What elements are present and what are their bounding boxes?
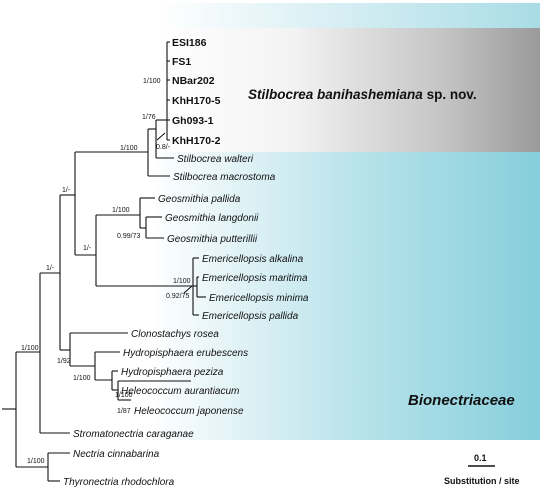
taxon-emericellopsis-minima: Emericellopsis minima (209, 293, 309, 304)
taxon-geosmithia-putterillii: Geosmithia putterillii (167, 234, 258, 245)
support-value: 1/100 (21, 345, 39, 352)
support-value: 1/100 (112, 207, 130, 214)
support-value: 1/100 (143, 78, 161, 85)
family-highlight-box (150, 150, 540, 440)
taxon-thyronectria-rhodochlora: Thyronectria rhodochlora (63, 477, 175, 488)
taxon-khh170-2: KhH170-2 (172, 135, 221, 147)
support-value: 1/100 (173, 278, 191, 285)
new-species-name: Stilbocrea banihashemiana (248, 87, 423, 102)
family-label: Bionectriaceae (408, 392, 515, 409)
support-value: 1/100 (27, 458, 45, 465)
taxon-heleococcum-japonense: Heleococcum japonense (134, 406, 244, 417)
support-value: 1/- (83, 245, 92, 252)
new-species-label: Stilbocrea banihashemiana sp. nov. (248, 87, 477, 102)
taxon-gh093-1: Gh093-1 (172, 115, 214, 127)
taxon-emericellopsis-alkalina: Emericellopsis alkalina (202, 254, 304, 265)
taxon-stromatonectria-caraganae: Stromatonectria caraganae (73, 429, 194, 440)
support-value: 1/- (46, 265, 55, 272)
support-value: 1/100 (73, 375, 91, 382)
new-species-suffix: sp. nov. (423, 87, 477, 102)
support-value: 0.99/73 (117, 233, 140, 240)
taxon-nbar202: NBar202 (172, 75, 215, 87)
support-value: 0.92/75 (166, 293, 189, 300)
taxon-hydropisphaera-peziza: Hydropisphaera peziza (121, 367, 224, 378)
new-species-highlight-box (158, 28, 540, 152)
support-value: 1/100 (115, 392, 133, 399)
taxon-khh170-5: KhH170-5 (172, 95, 221, 107)
support-value: 1/92 (57, 358, 71, 365)
support-value: 1/76 (142, 114, 156, 121)
taxon-heleococcum-aurantiacum: Heleococcum aurantiacum (121, 386, 239, 397)
support-value: 1/100 (120, 145, 138, 152)
taxon-hydropisphaera-erubescens: Hydropisphaera erubescens (123, 348, 248, 359)
scale-bar-label: Substitution / site (444, 476, 520, 486)
support-value: 0.8/- (156, 144, 171, 151)
taxon-stilbocrea-walteri: Stilbocrea walteri (177, 154, 254, 165)
taxon-stilbocrea-macrostoma: Stilbocrea macrostoma (173, 172, 276, 183)
family-highlight-top (158, 3, 540, 28)
taxon-emericellopsis-maritima: Emericellopsis maritima (202, 273, 308, 284)
taxon-geosmithia-pallida: Geosmithia pallida (158, 194, 241, 205)
taxon-geosmithia-langdonii: Geosmithia langdonii (165, 213, 259, 224)
support-value: 1/87 (117, 408, 131, 415)
taxon-esi186: ESI186 (172, 37, 207, 49)
support-value: 1/- (62, 187, 71, 194)
tree-branches (2, 41, 206, 482)
taxon-clonostachys-rosea: Clonostachys rosea (131, 329, 219, 340)
scale-bar-value: 0.1 (474, 453, 487, 463)
taxon-nectria-cinnabarina: Nectria cinnabarina (73, 449, 160, 460)
taxon-fs1: FS1 (172, 56, 191, 68)
taxon-emericellopsis-pallida: Emericellopsis pallida (202, 311, 299, 322)
